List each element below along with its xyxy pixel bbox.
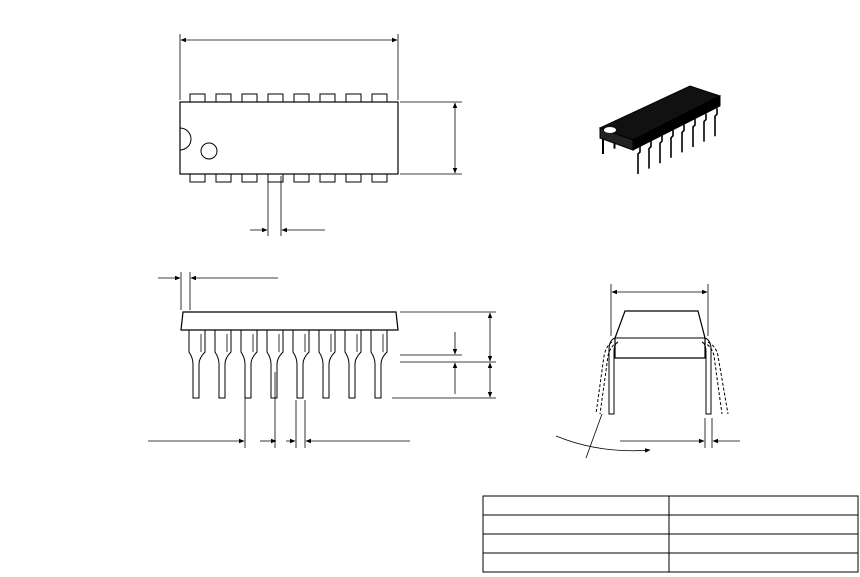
end-view-lead-left — [608, 337, 619, 415]
top-pin-upper — [345, 93, 362, 103]
3d-front-lead — [637, 146, 641, 174]
top-pin-lower — [189, 173, 206, 183]
top-pin-lower — [293, 173, 310, 183]
top-pin-upper — [371, 93, 388, 103]
side-view-lead — [240, 330, 258, 399]
pin1-notch — [179, 127, 192, 151]
side-view-lead — [344, 330, 362, 399]
side-view-lead — [292, 330, 310, 399]
side-view-lead — [318, 330, 336, 399]
top-pin-lower — [319, 173, 336, 183]
top-view — [179, 34, 462, 236]
side-view-body — [180, 311, 399, 331]
side-view-leads — [188, 330, 388, 399]
3d-front-lead — [714, 108, 718, 137]
side-view-lead — [266, 330, 284, 399]
top-pin-upper — [319, 93, 336, 103]
3d-view-front-leads — [637, 108, 720, 174]
top-pin-lower — [241, 173, 258, 183]
lead-angle-dimension — [555, 435, 651, 453]
top-view-pins-upper — [189, 93, 388, 103]
end-view-lead-splay-left — [595, 341, 613, 415]
top-pin-upper — [241, 93, 258, 103]
3d-view-body-front — [632, 95, 721, 151]
3d-front-lead — [692, 119, 696, 147]
3d-front-lead — [659, 135, 663, 164]
side-view-lead — [370, 330, 388, 399]
package-3d-view — [598, 85, 722, 174]
top-view-pins-lower — [189, 173, 388, 183]
top-pin-upper — [215, 93, 232, 103]
end-view-body — [614, 310, 706, 359]
top-view-body — [179, 101, 399, 175]
top-pin-upper — [293, 93, 310, 103]
3d-front-lead — [703, 113, 707, 142]
3d-view-notch — [604, 127, 616, 133]
pin1-index-dot — [200, 142, 218, 160]
top-pin-upper — [189, 93, 206, 103]
3d-front-lead — [648, 140, 652, 169]
top-pin-upper — [267, 93, 284, 103]
side-view — [148, 272, 496, 448]
side-view-lead — [214, 330, 232, 399]
top-pin-lower — [345, 173, 362, 183]
3d-front-lead — [670, 129, 674, 158]
top-pin-lower — [215, 173, 232, 183]
dimension-table — [482, 495, 859, 573]
end-view-lead-right — [701, 337, 712, 415]
top-pin-lower — [371, 173, 388, 183]
3d-front-lead — [681, 124, 685, 153]
end-view — [555, 284, 740, 459]
side-view-lead — [188, 330, 206, 399]
